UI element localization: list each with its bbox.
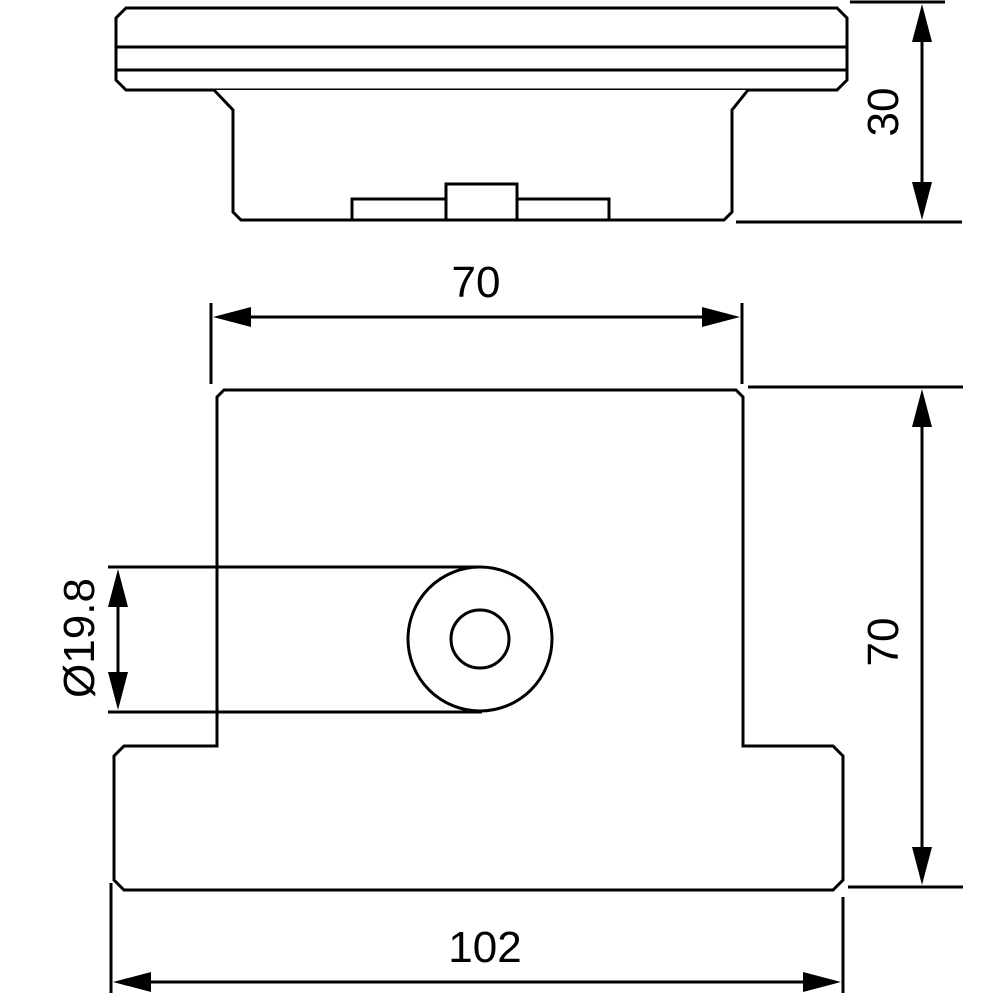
arrowhead-right bbox=[702, 307, 740, 327]
arrowhead-right bbox=[803, 972, 841, 992]
dimension-side-length-70: 70 bbox=[748, 385, 963, 889]
side-view bbox=[114, 6, 849, 222]
side-view-center-tab bbox=[444, 182, 519, 199]
side-view-plate bbox=[114, 6, 849, 92]
arrowhead-left bbox=[113, 972, 151, 992]
plan-view bbox=[108, 388, 845, 892]
arrowhead-top bbox=[108, 569, 128, 607]
hole-inner-bore bbox=[449, 608, 511, 670]
dimension-label-side-70: 70 bbox=[859, 618, 908, 667]
arrowhead-left bbox=[213, 307, 251, 327]
dimension-label-30: 30 bbox=[859, 88, 908, 137]
dimension-label-top-70: 70 bbox=[452, 258, 501, 307]
side-view-left-tab bbox=[350, 197, 448, 220]
arrowhead-bottom bbox=[108, 672, 128, 710]
dimension-base-width-102: 102 bbox=[109, 883, 845, 993]
dimension-top-width-70: 70 bbox=[209, 258, 744, 384]
side-view-right-tab bbox=[515, 197, 611, 220]
arrowhead-bottom bbox=[912, 847, 932, 885]
arrowhead-bottom bbox=[912, 182, 932, 220]
dimension-label-102: 102 bbox=[448, 923, 521, 972]
side-view-body bbox=[212, 88, 750, 222]
arrowhead-top bbox=[912, 389, 932, 427]
dimension-height-30: 30 bbox=[736, 0, 962, 224]
dimension-label-diameter: Ø19.8 bbox=[55, 578, 104, 698]
arrowhead-top bbox=[912, 4, 932, 42]
dimension-hole-diameter: Ø19.8 bbox=[55, 569, 128, 710]
